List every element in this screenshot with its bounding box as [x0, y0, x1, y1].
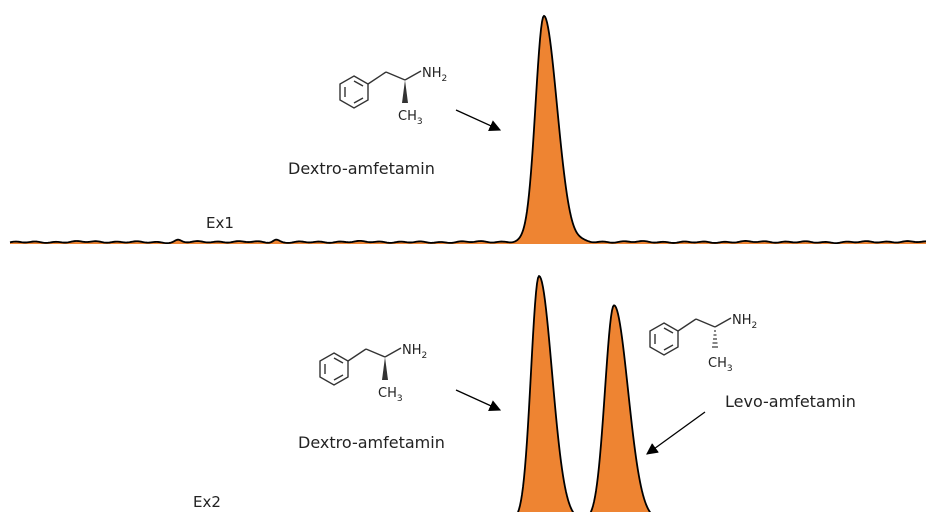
benzene-ring — [339, 75, 369, 109]
ex1-arrow — [455, 109, 502, 131]
stereo-wedge-bond — [382, 357, 388, 380]
ring-to-ch2-bond — [347, 348, 367, 362]
ex2-dextro-compound-name: Dextro-amfetamin — [298, 433, 445, 452]
ring-to-ch2-bond — [367, 71, 387, 85]
chiral-to-n-bond — [404, 70, 422, 81]
ex1-peak-fill — [10, 15, 926, 245]
ch2-to-chiral-bond — [365, 348, 386, 358]
chiral-to-n-bond — [384, 347, 402, 358]
amine-label: NH2 — [402, 343, 427, 361]
ex1-dextro-structure: NH2 CH3 — [339, 66, 447, 127]
chiral-to-n-bond — [714, 317, 732, 328]
methyl-label: CH3 — [708, 356, 733, 374]
amine-label: NH2 — [732, 313, 757, 331]
ex2-dextro-arrow — [455, 389, 502, 411]
benzene-ring — [319, 352, 349, 386]
stereo-hash-bond — [712, 330, 718, 348]
ch2-to-chiral-bond — [385, 71, 406, 81]
benzene-ring — [649, 322, 679, 356]
ring-double-bond-2 — [333, 374, 344, 381]
ex2-levo-arrow — [646, 411, 706, 455]
amine-label: NH2 — [422, 66, 447, 84]
ring-double-bond-2 — [663, 344, 674, 351]
ex2-levo-structure: NH2 CH3 — [649, 313, 757, 374]
methyl-label: CH3 — [398, 109, 423, 127]
ex2-levo-compound-name: Levo-amfetamin — [725, 392, 856, 411]
panel-ex1: Ex1 NH2 CH3 Dextro-amfetamin — [9, 14, 927, 245]
ring-double-bond-3 — [333, 357, 344, 364]
methyl-label: CH3 — [378, 386, 403, 404]
ch2-to-chiral-bond — [695, 318, 716, 328]
stereo-wedge-bond — [402, 80, 408, 103]
ex2-panel-label: Ex2 — [193, 493, 221, 511]
ex1-trace-line — [9, 14, 927, 245]
ring-double-bond-3 — [663, 327, 674, 334]
ex1-compound-name: Dextro-amfetamin — [288, 159, 435, 178]
ex1-panel-label: Ex1 — [206, 214, 234, 232]
ex2-dextro-structure: NH2 CH3 — [319, 343, 427, 404]
ring-to-ch2-bond — [677, 318, 697, 332]
ring-double-bond-3 — [353, 80, 364, 87]
ex2-peak-fill — [515, 276, 655, 517]
ring-double-bond-2 — [353, 97, 364, 104]
panel-ex2: Ex2 NH2 CH3 Dextro-amfetamin — [193, 275, 856, 517]
